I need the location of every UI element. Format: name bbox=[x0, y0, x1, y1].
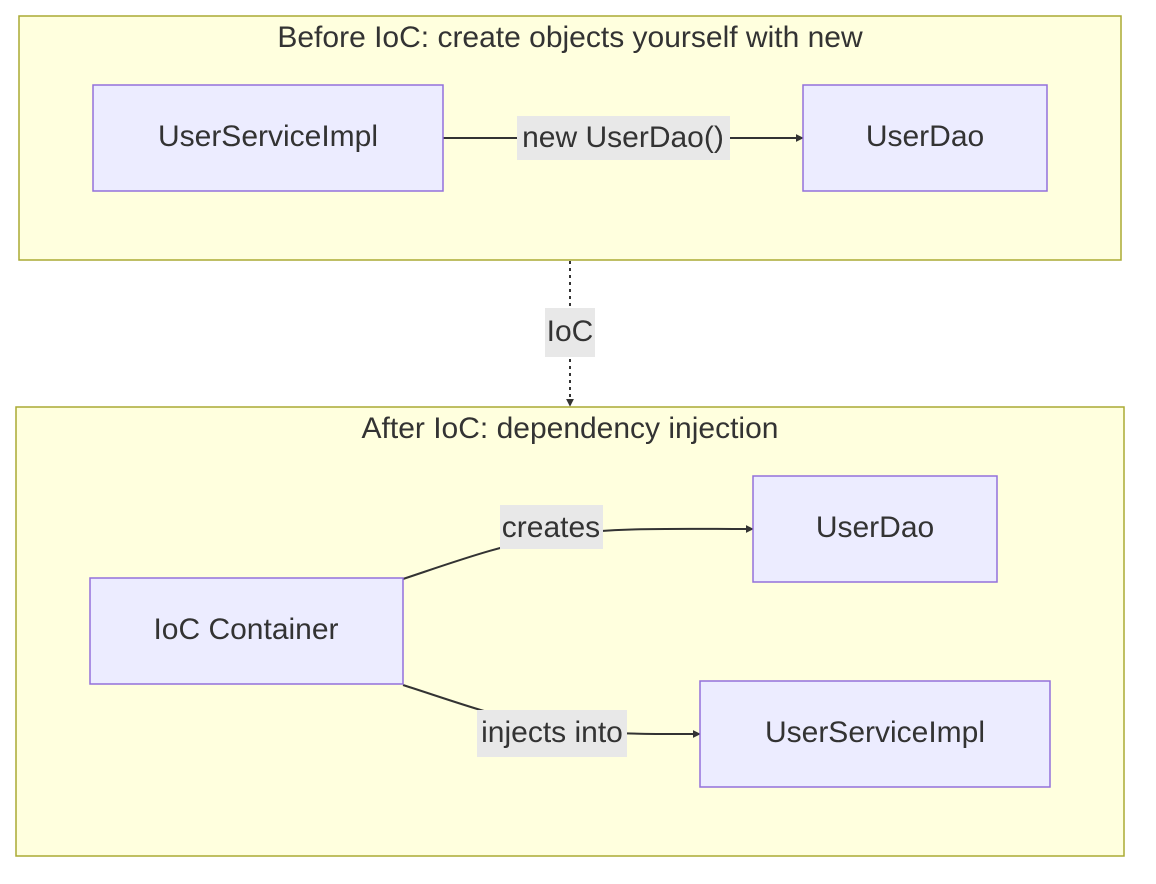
edge-creates-label-bg bbox=[500, 505, 603, 549]
cluster-before-ioc-title: Before IoC: create objects yourself with… bbox=[277, 21, 863, 54]
edge-new-userdao-label: new UserDao() bbox=[522, 121, 724, 154]
cluster-after-ioc-title: After IoC: dependency injection bbox=[362, 412, 779, 445]
node-before-userdao-box[interactable] bbox=[802, 84, 1048, 192]
edge-injects-into-label: injects into bbox=[481, 716, 623, 749]
node-before-userdao[interactable]: UserDao bbox=[802, 84, 1048, 192]
edge-creates: creates bbox=[402, 505, 754, 580]
node-before-userserviceimpl[interactable]: UserServiceImpl bbox=[92, 84, 444, 192]
edge-injects-into: injects into bbox=[402, 684, 701, 757]
node-ioc-container[interactable]: IoC Container bbox=[89, 577, 404, 685]
node-after-userdao[interactable]: UserDao bbox=[752, 475, 998, 583]
node-before-userserviceimpl-label: UserServiceImpl bbox=[158, 120, 378, 153]
edge-creates-label: creates bbox=[502, 511, 600, 544]
edge-new-userdao: new UserDao() bbox=[443, 116, 804, 160]
node-before-userserviceimpl-box[interactable] bbox=[92, 84, 444, 192]
edge-ioc-transition: IoC bbox=[545, 261, 595, 407]
node-before-userdao-label: UserDao bbox=[866, 120, 984, 153]
node-after-userdao-box[interactable] bbox=[752, 475, 998, 583]
edge-injects-into-label-bg bbox=[477, 710, 627, 757]
edge-new-userdao-label-bg bbox=[517, 116, 730, 160]
node-ioc-container-box[interactable] bbox=[89, 577, 404, 685]
node-after-userserviceimpl[interactable]: UserServiceImpl bbox=[699, 680, 1051, 788]
node-ioc-container-label: IoC Container bbox=[153, 613, 338, 646]
node-after-userdao-label: UserDao bbox=[816, 511, 934, 544]
node-after-userserviceimpl-label: UserServiceImpl bbox=[765, 716, 985, 749]
edge-ioc-transition-label-bg bbox=[545, 308, 595, 357]
node-after-userserviceimpl-box[interactable] bbox=[699, 680, 1051, 788]
edge-ioc-transition-label: IoC bbox=[547, 315, 594, 348]
